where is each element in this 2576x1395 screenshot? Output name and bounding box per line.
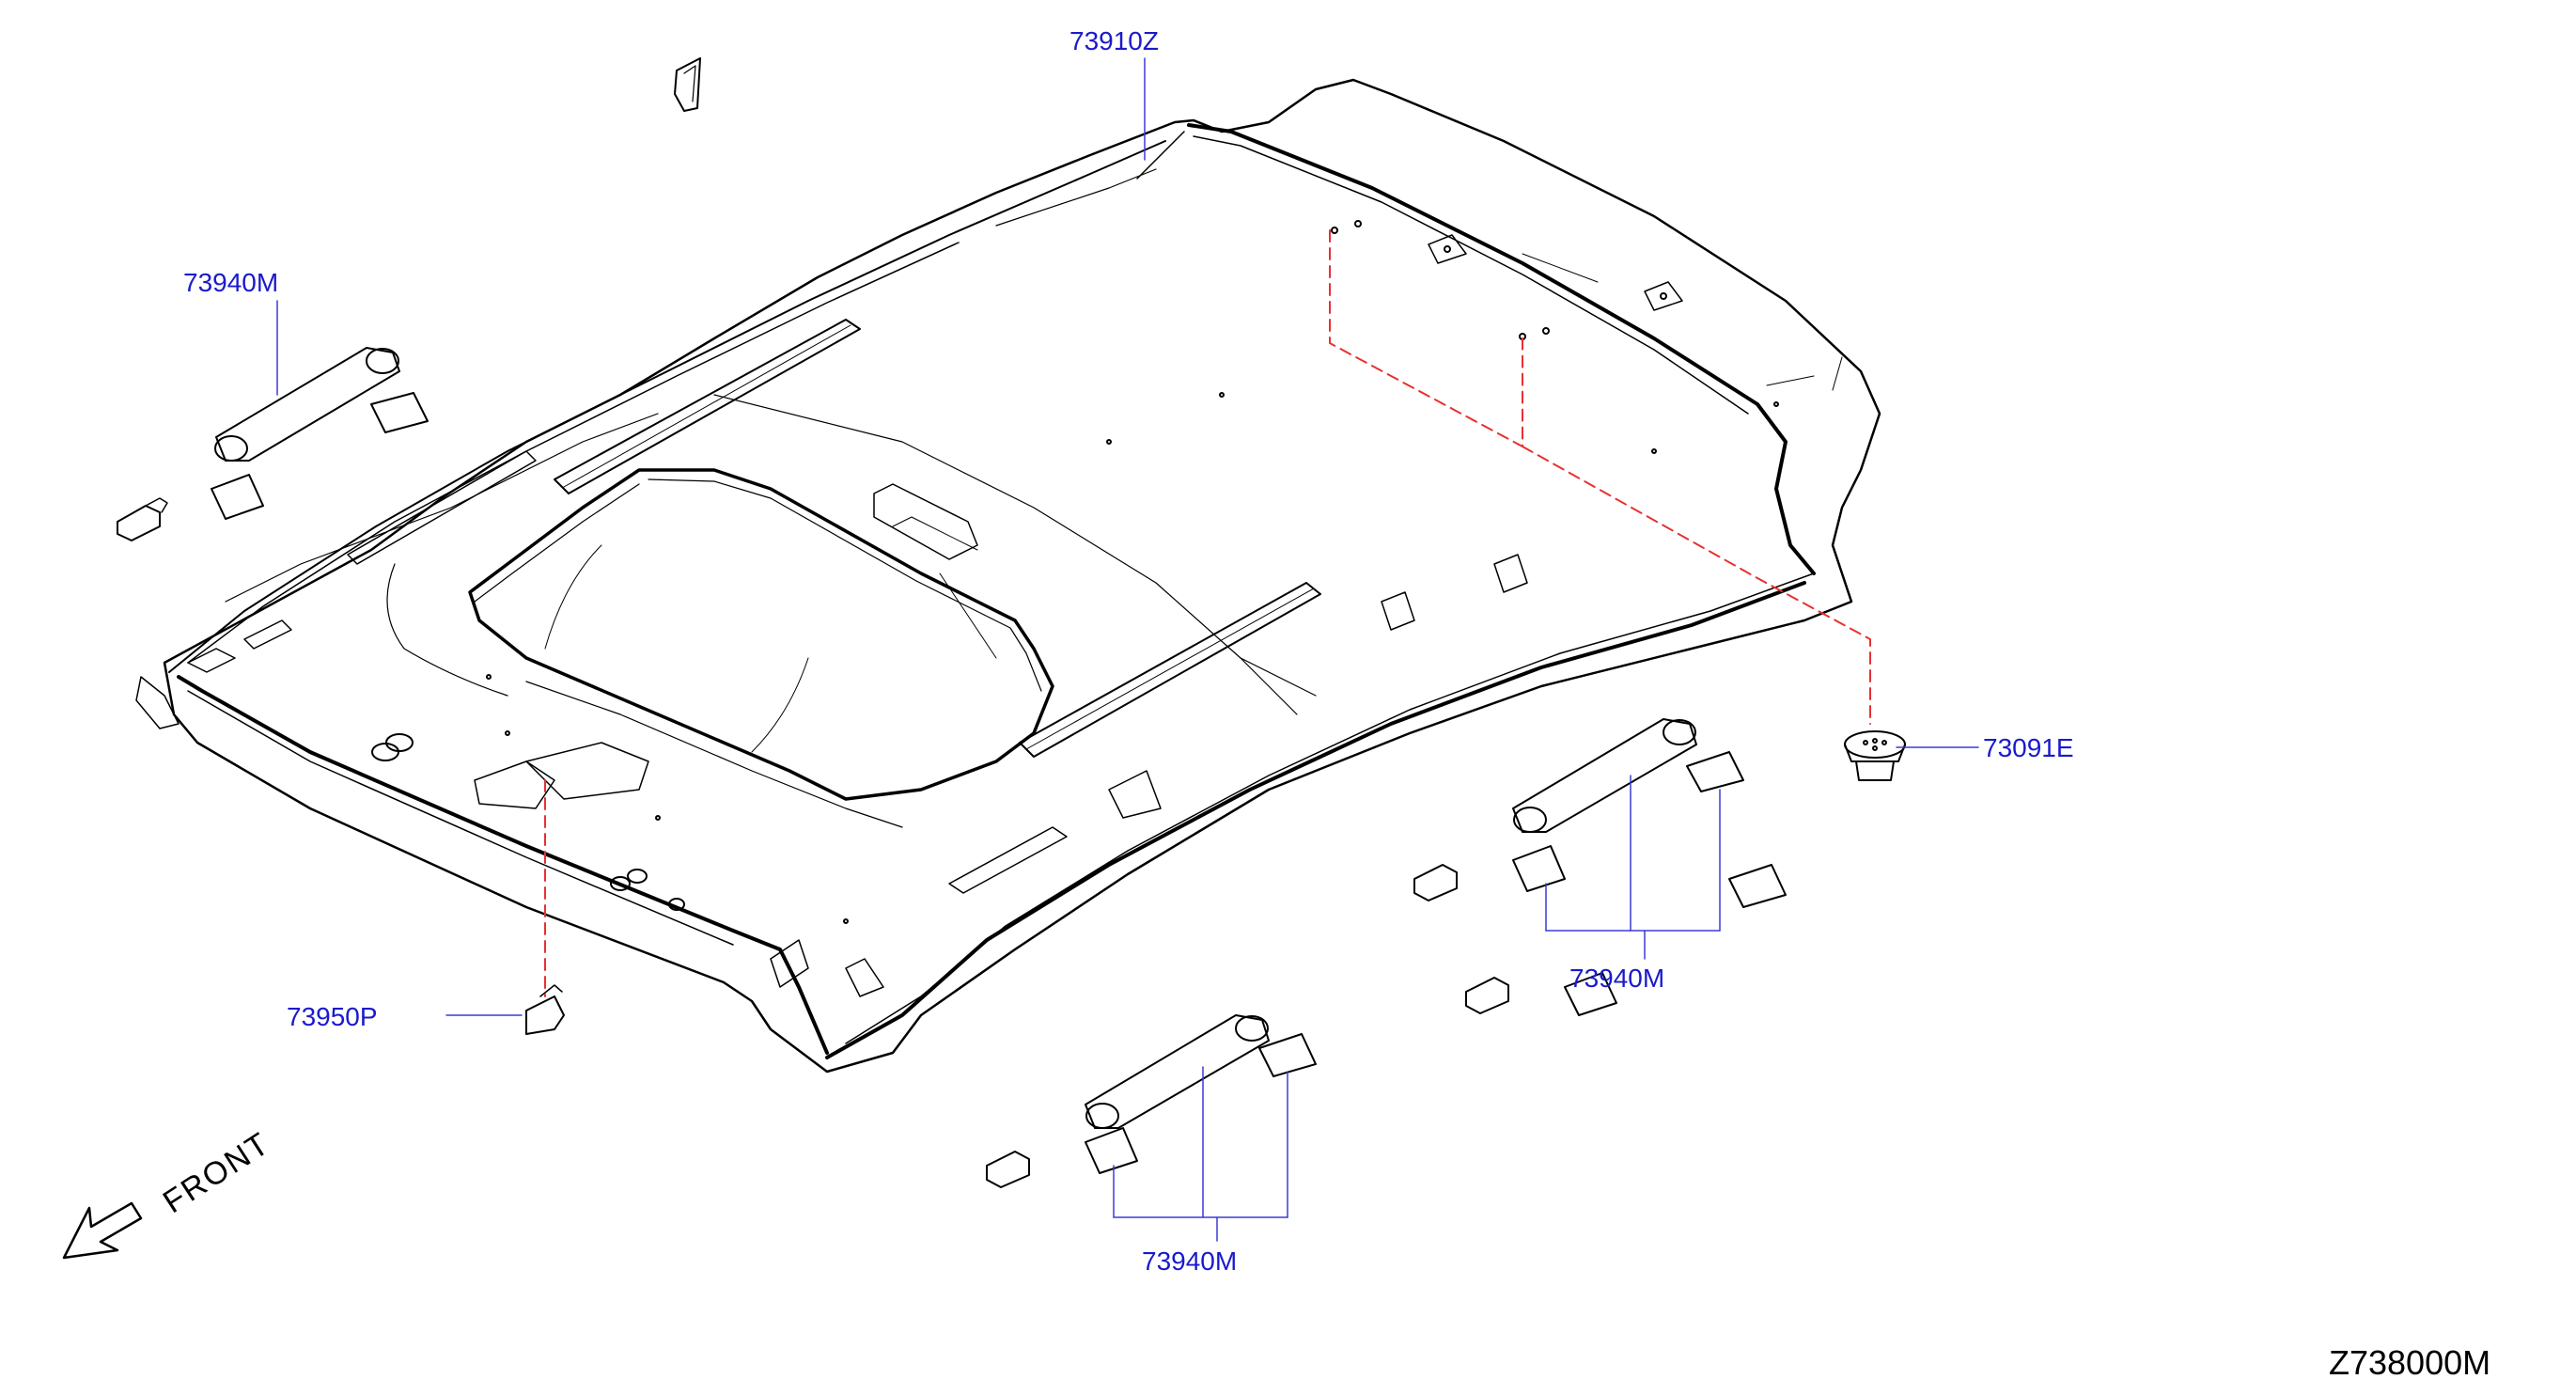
push-clip-icon: [1844, 730, 1906, 781]
callout-73940M-right: 73940M: [1569, 964, 1665, 993]
headlining-panel: [135, 78, 1881, 1074]
diagram-reference-code: Z738000M: [2329, 1343, 2491, 1382]
assist-grip-bottom: [986, 1014, 1317, 1188]
front-arrow-icon: [62, 1201, 143, 1260]
callout-73940M-upper-left: 73940M: [183, 268, 279, 297]
assist-grip-upper-left: [117, 347, 429, 541]
callout-73910Z: 73910Z: [1069, 26, 1159, 55]
holder-icon: [525, 984, 565, 1035]
assembly-guides: [544, 229, 1871, 997]
callout-73940M-bottom: 73940M: [1142, 1246, 1238, 1276]
callout-73950P: 73950P: [287, 1002, 378, 1031]
assist-grip-right: [1413, 718, 1787, 1016]
leader-lines: [276, 57, 1979, 1242]
callout-73091E: 73091E: [1983, 733, 2074, 762]
visor-clip-icon: [674, 57, 701, 112]
